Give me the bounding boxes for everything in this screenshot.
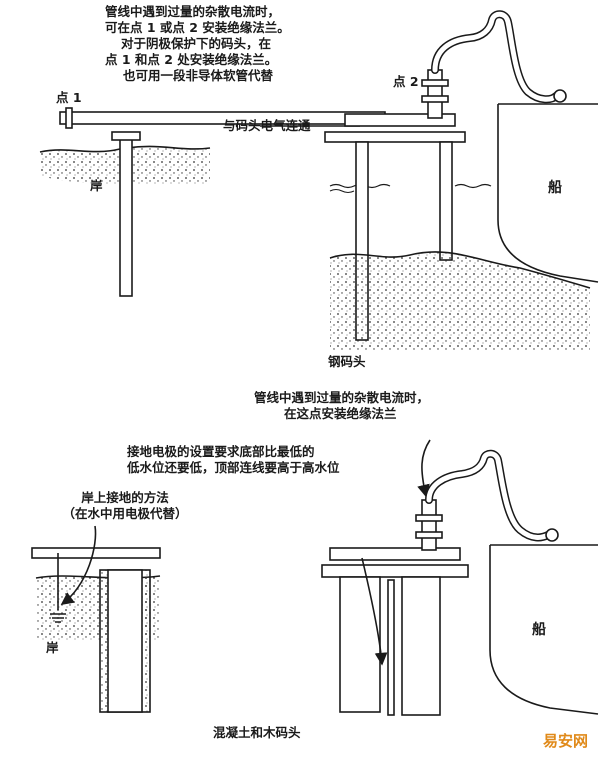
top-note-line-2: 可在点 1 或点 2 安装绝缘法兰。 (105, 20, 290, 35)
bottom-flange-note: 管线中遇到过量的杂散电流时， 在这点安装绝缘法兰 (254, 390, 429, 422)
point1-flange (65, 107, 73, 129)
point2-label: 点 2 (393, 74, 419, 89)
bottom-flange (415, 514, 443, 522)
electrode-note-line-1: 接地电极的设置要求底部比最低的 (127, 444, 315, 459)
electrode-note-line-2: 低水位还要低，顶部连线要高于高水位 (127, 460, 340, 475)
ground-note-line-2: （在水中用电极代替） (62, 506, 188, 521)
concrete-pier-diagram (31, 439, 599, 716)
top-note-line-5: 也可用一段非导体软管代替 (123, 68, 274, 83)
steel-pier-deck (324, 131, 466, 143)
bottom-flange-note-line-2: 在这点安装绝缘法兰 (284, 406, 397, 421)
top-note-line-3: 对于阴极保护下的码头，在 (121, 36, 272, 51)
top-note-line-1: 管线中遇到过量的杂散电流时， (105, 4, 281, 19)
bottom-ship-label: 船 (532, 622, 546, 638)
ground-note: 岸上接地的方法 （在水中用电极代替） (50, 490, 200, 522)
steel-pile-right (439, 141, 453, 261)
top-hose (431, 10, 560, 104)
ground-note-line-1: 岸上接地的方法 (81, 490, 169, 505)
bottom-hose (425, 449, 552, 542)
top-note: 管线中遇到过量的杂散电流时， 可在点 1 或点 2 安装绝缘法兰。 对于阴极保护… (105, 4, 290, 84)
shore-post (119, 137, 133, 297)
concrete-pile-left (339, 576, 381, 713)
top-ship-label: 船 (548, 180, 562, 196)
top-note-line-4: 点 1 和点 2 处安装绝缘法兰。 (105, 52, 278, 67)
ground-electrode (387, 579, 395, 716)
bottom-ship-hull (489, 544, 599, 715)
bond-label: 与码头电气连通 (223, 118, 311, 133)
top-seabed (330, 251, 590, 350)
bottom-shore-pipe (31, 547, 161, 559)
watermark: 易安网 (542, 732, 588, 750)
bottom-shore-label: 岸 (46, 640, 59, 655)
top-caption: 钢码头 (328, 354, 366, 369)
electrode-note: 接地电极的设置要求底部比最低的 低水位还要低，顶部连线要高于高水位 (127, 444, 340, 476)
bottom-flange-note-line-1: 管线中遇到过量的杂散电流时， (254, 390, 430, 405)
top-ship-hull (497, 103, 599, 283)
steel-pier-diagram (39, 10, 599, 350)
point1-label: 点 1 (56, 90, 82, 105)
shore-post-cap (111, 131, 141, 141)
concrete-pile-right (401, 576, 441, 716)
top-shore-label: 岸 (90, 178, 103, 193)
point2-flange (421, 79, 449, 87)
bottom-caption: 混凝土和木码头 (213, 725, 301, 740)
concrete-pier-deck (321, 564, 469, 578)
